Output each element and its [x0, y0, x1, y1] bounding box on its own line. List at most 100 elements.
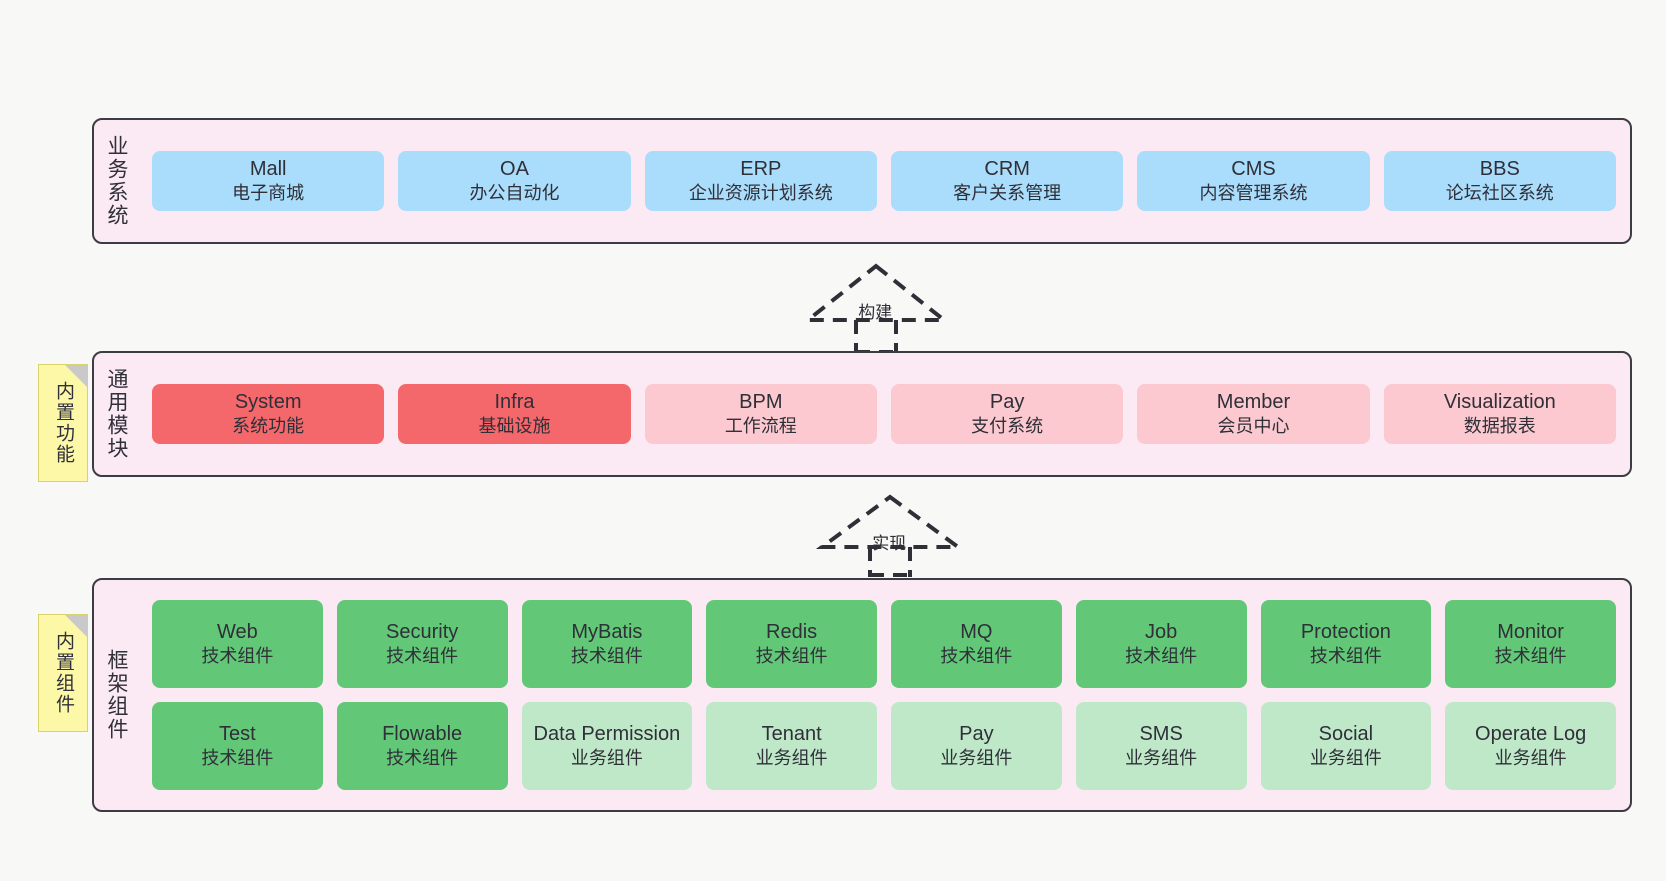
card-title-en: SMS: [1139, 722, 1183, 745]
layer-common-modules: 通用模块 System 系统功能 Infra 基础设施 BPM 工作流程 Pay…: [92, 351, 1632, 477]
sticky-label: 内置功能: [52, 381, 74, 465]
card-title-en: BBS: [1479, 157, 1520, 180]
card-mq[interactable]: MQ 技术组件: [891, 600, 1062, 688]
card-job[interactable]: Job 技术组件: [1075, 600, 1247, 688]
card-social[interactable]: Social 业务组件: [1260, 702, 1432, 790]
card-title-en: CMS: [1231, 157, 1276, 180]
card-title-cn: 技术组件: [386, 646, 459, 667]
card-system[interactable]: System 系统功能: [152, 383, 385, 445]
layer-body-business-systems: Mall 电子商城 OA 办公自动化 ERP 企业资源计划系统 CRM 客户关系…: [138, 120, 1630, 242]
card-title-cn: 业务组件: [940, 748, 1013, 769]
card-operate-log[interactable]: Operate Log 业务组件: [1445, 702, 1616, 790]
connector-implement: 实现: [810, 493, 970, 577]
card-title-en: Protection: [1300, 620, 1391, 643]
card-visualization[interactable]: Visualization 数据报表: [1383, 383, 1616, 445]
connector-build: 构建: [796, 262, 956, 354]
card-title-cn: 工作流程: [724, 416, 797, 437]
card-web[interactable]: Web 技术组件: [152, 600, 323, 688]
card-title-cn: 业务组件: [570, 748, 643, 769]
arrowhead-triangle: [815, 494, 965, 549]
layer-title-framework-components: 框架组件: [105, 649, 129, 741]
card-security[interactable]: Security 技术组件: [336, 600, 508, 688]
card-title-cn: 业务组件: [1125, 748, 1198, 769]
card-bpm[interactable]: BPM 工作流程: [644, 383, 877, 445]
card-title-en: Operate Log: [1475, 722, 1587, 745]
card-title-cn: 客户关系管理: [953, 183, 1062, 204]
card-test[interactable]: Test 技术组件: [152, 702, 323, 790]
layer-title-business-systems: 业务系统: [105, 135, 129, 227]
card-title-en: Tenant: [761, 722, 822, 745]
card-title-en: Pay: [959, 722, 994, 745]
card-title-cn: 电子商城: [232, 183, 305, 204]
card-title-cn: 技术组件: [570, 646, 643, 667]
connector-label-implement: 实现: [872, 534, 907, 553]
card-title-en: Redis: [766, 620, 818, 643]
card-tenant[interactable]: Tenant 业务组件: [706, 702, 877, 790]
card-mybatis[interactable]: MyBatis 技术组件: [521, 600, 693, 688]
card-title-cn: 内容管理系统: [1199, 183, 1308, 204]
card-title-en: Infra: [494, 390, 535, 413]
card-title-cn: 数据报表: [1463, 416, 1536, 437]
card-title-cn: 办公自动化: [469, 183, 560, 204]
arrowhead-triangle: [802, 263, 950, 322]
card-title-en: Data Permission: [533, 722, 681, 745]
card-title-en: ERP: [740, 157, 782, 180]
card-row: System 系统功能 Infra 基础设施 BPM 工作流程 Pay 支付系统…: [152, 383, 1616, 445]
card-title-en: System: [234, 390, 302, 413]
card-title-cn: 会员中心: [1217, 416, 1290, 437]
card-title-cn: 技术组件: [1309, 646, 1382, 667]
card-title-en: Member: [1216, 390, 1291, 413]
card-erp[interactable]: ERP 企业资源计划系统: [644, 150, 877, 212]
card-crm[interactable]: CRM 客户关系管理: [890, 150, 1124, 212]
card-title-en: Social: [1318, 722, 1374, 745]
card-title-cn: 技术组件: [755, 646, 828, 667]
card-title-cn: 技术组件: [940, 646, 1013, 667]
sticky-fold-corner: [65, 365, 87, 387]
card-title-en: Security: [386, 620, 459, 643]
card-flowable[interactable]: Flowable 技术组件: [336, 702, 508, 790]
card-title-cn: 业务组件: [1309, 748, 1382, 769]
card-title-cn: 业务组件: [755, 748, 828, 769]
card-title-en: MQ: [960, 620, 993, 643]
connector-label-build: 构建: [858, 303, 893, 322]
card-title-cn: 技术组件: [201, 646, 274, 667]
layer-business-systems: 业务系统 Mall 电子商城 OA 办公自动化 ERP 企业资源计划系统 CRM…: [92, 118, 1632, 244]
card-title-cn: 业务组件: [1494, 748, 1567, 769]
card-title-en: Monitor: [1497, 620, 1564, 643]
card-title-en: Test: [219, 722, 256, 745]
card-pay-business[interactable]: Pay 业务组件: [891, 702, 1062, 790]
layer-title-common-modules: 通用模块: [105, 368, 129, 460]
card-title-cn: 技术组件: [1494, 646, 1567, 667]
card-pay[interactable]: Pay 支付系统: [890, 383, 1124, 445]
card-bbs[interactable]: BBS 论坛社区系统: [1383, 150, 1616, 212]
card-redis[interactable]: Redis 技术组件: [706, 600, 877, 688]
card-oa[interactable]: OA 办公自动化: [398, 150, 631, 212]
layer-body-framework-components: Web 技术组件 Security 技术组件 MyBatis 技术组件 Redi…: [138, 580, 1630, 810]
sticky-note-builtin-components: 内置组件: [38, 614, 88, 732]
card-mall[interactable]: Mall 电子商城: [152, 150, 385, 212]
card-title-en: Pay: [989, 390, 1025, 413]
card-title-en: Flowable: [382, 722, 463, 745]
card-member[interactable]: Member 会员中心: [1137, 383, 1370, 445]
card-title-cn: 企业资源计划系统: [688, 183, 833, 204]
card-infra[interactable]: Infra 基础设施: [398, 383, 631, 445]
card-data-permission[interactable]: Data Permission 业务组件: [521, 702, 693, 790]
card-title-cn: 系统功能: [232, 416, 305, 437]
card-title-en: Visualization: [1443, 390, 1556, 413]
card-row: Mall 电子商城 OA 办公自动化 ERP 企业资源计划系统 CRM 客户关系…: [152, 150, 1616, 212]
card-title-en: CRM: [984, 157, 1030, 180]
card-sms[interactable]: SMS 业务组件: [1075, 702, 1247, 790]
card-title-en: Job: [1145, 620, 1178, 643]
card-row: Web 技术组件 Security 技术组件 MyBatis 技术组件 Redi…: [152, 600, 1616, 688]
card-title-cn: 论坛社区系统: [1445, 183, 1554, 204]
card-monitor[interactable]: Monitor 技术组件: [1445, 600, 1616, 688]
card-title-cn: 技术组件: [386, 748, 459, 769]
sticky-fold-corner: [65, 615, 87, 637]
card-title-cn: 技术组件: [1125, 646, 1198, 667]
card-cms[interactable]: CMS 内容管理系统: [1137, 150, 1370, 212]
sticky-label: 内置组件: [52, 631, 74, 715]
card-protection[interactable]: Protection 技术组件: [1260, 600, 1432, 688]
card-title-en: BPM: [739, 390, 783, 413]
card-title-en: MyBatis: [571, 620, 643, 643]
